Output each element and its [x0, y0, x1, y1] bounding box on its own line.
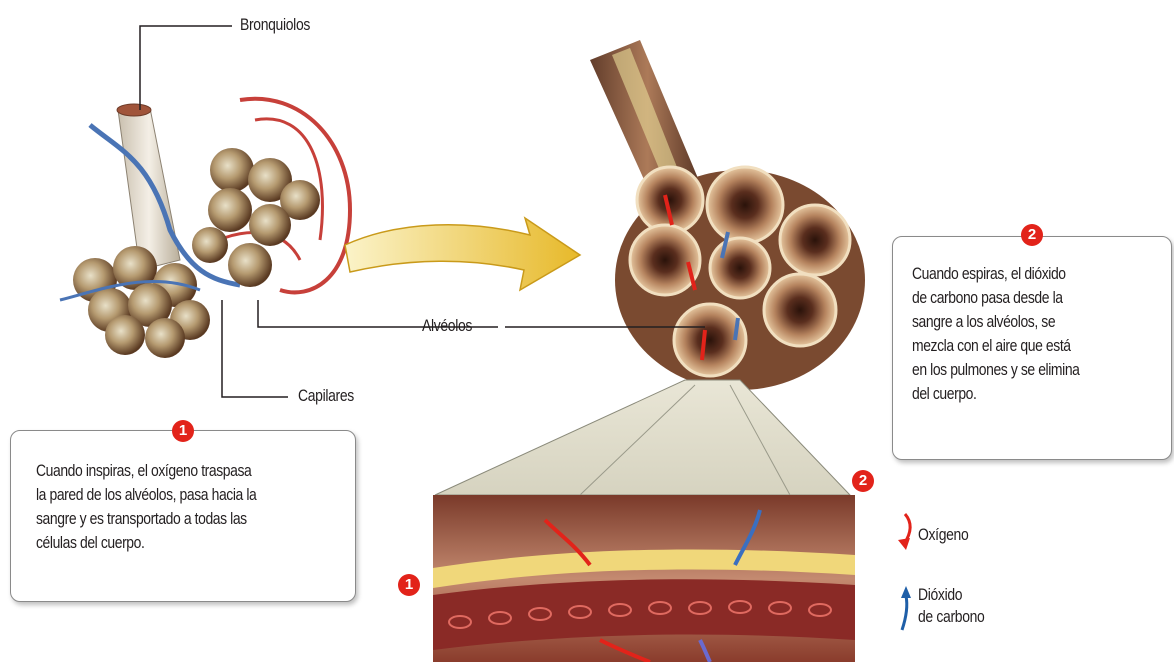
label-capilares: Capilares [298, 386, 354, 406]
bronchiole-cluster [60, 99, 350, 358]
marker-two: 2 [852, 470, 874, 492]
box1-line: células del cuerpo. [36, 531, 256, 555]
legend-co2-line1: Dióxido [918, 584, 984, 606]
box2-text: Cuando espiras, el dióxido de carbono pa… [912, 262, 1080, 406]
legend-oxygen-label: Oxígeno [918, 524, 968, 546]
label-bronquiolos: Bronquiolos [240, 15, 310, 35]
box2-line: en los pulmones y se elimina [912, 358, 1080, 382]
label-alveolos: Alvéolos [422, 316, 472, 336]
zoom-wedge [435, 380, 850, 495]
box1-line: Cuando inspiras, el oxígeno traspasa [36, 459, 256, 483]
legend-co2-line2: de carbono [918, 606, 984, 628]
marker-one: 1 [398, 574, 420, 596]
box2-line: mezcla con el aire que está [912, 334, 1080, 358]
box1-line: la pared de los alvéolos, pasa hacia la [36, 483, 256, 507]
box2-line: de carbono pasa desde la [912, 286, 1080, 310]
box2-number-badge: 2 [1021, 224, 1043, 246]
zoom-arrow [345, 218, 580, 290]
box2-line: del cuerpo. [912, 382, 1080, 406]
zoomed-tissue [433, 495, 855, 662]
box2-line: sangre a los alvéolos, se [912, 310, 1080, 334]
legend-co2-label: Dióxido de carbono [918, 584, 984, 628]
alveoli-cluster [615, 167, 865, 390]
box2-line: Cuando espiras, el dióxido [912, 262, 1080, 286]
box1-line: sangre y es transportado a todas las [36, 507, 256, 531]
co2-legend-arrow [902, 596, 907, 630]
box1-number-badge: 1 [172, 420, 194, 442]
box1-text: Cuando inspiras, el oxígeno traspasa la … [36, 459, 256, 555]
